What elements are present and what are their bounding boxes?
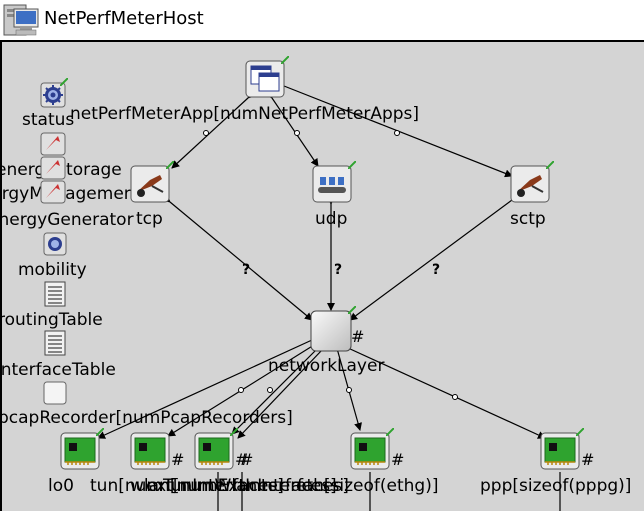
status-module[interactable] (40, 78, 68, 112)
gear-icon (43, 232, 67, 256)
ext-label: ext[numExtInterfaces] (146, 476, 337, 496)
network-layer-multi-marker: # (351, 327, 365, 346)
udp-label: udp (315, 209, 348, 229)
wrench-icon (40, 180, 66, 204)
mobility-label: mobility (18, 260, 87, 280)
energy-management-module[interactable] (40, 156, 66, 184)
wlan-multi-marker: # (235, 450, 249, 469)
tun-multi-marker: # (171, 450, 185, 469)
wlan-module[interactable] (194, 428, 238, 474)
link-nl-ext (237, 342, 330, 439)
tcp-link-mark: ? (242, 262, 251, 278)
wheelbarrow-icon (130, 165, 170, 203)
link-sctp-nl (349, 192, 521, 321)
tcp-label: tcp (136, 209, 163, 229)
energy-storage-module[interactable] (40, 132, 66, 160)
app-label: netPerfMeterApp[numNetPerfMeterApps] (70, 104, 420, 124)
lo0-label: lo0 (48, 476, 74, 496)
host-computer-icon (3, 4, 39, 36)
status-dot-icon (386, 428, 394, 436)
routing-table-label: routingTable (0, 310, 103, 330)
status-dot-icon (348, 161, 356, 169)
status-label: status (22, 110, 75, 130)
tun-module[interactable] (130, 432, 170, 474)
link-nl-ppp (339, 341, 546, 439)
status-dot-icon (281, 56, 289, 64)
nic-icon (194, 432, 234, 470)
link-tcp-nl (162, 194, 313, 321)
energy-management-label: energyManagement (0, 184, 142, 204)
ext-multi-marker: # (240, 450, 254, 469)
gear-icon (40, 82, 66, 108)
lo0-module[interactable] (60, 428, 104, 474)
status-dot-icon (348, 306, 356, 314)
host-title: NetPerfMeterHost (44, 8, 204, 29)
application-window-icon (245, 60, 285, 98)
sctp-label: sctp (510, 209, 546, 229)
network-layer-module[interactable] (310, 306, 356, 356)
udp-module[interactable] (312, 161, 356, 207)
wheelbarrow-icon (510, 165, 550, 203)
ppp-multi-marker: # (581, 450, 595, 469)
ppp-label: ppp[sizeof(pppg)] (480, 476, 632, 496)
conveyor-icon (312, 165, 352, 203)
pcap-recorder-label: pcapRecorder[numPcapRecorders] (0, 408, 293, 428)
link-app-tcp (171, 90, 256, 169)
eth-multi-marker: # (391, 450, 405, 469)
interface-table-module[interactable] (43, 330, 67, 360)
tcp-module[interactable] (130, 161, 174, 207)
wrench-icon (40, 132, 66, 156)
nic-icon (60, 432, 100, 470)
nic-icon (540, 432, 580, 470)
nic-icon (130, 432, 170, 470)
status-dot-icon (230, 428, 238, 436)
status-dot-icon (60, 78, 68, 86)
sctp-module[interactable] (510, 161, 554, 207)
table-icon (44, 281, 66, 307)
tun-label: tun[numTunInterfaces] (90, 476, 284, 496)
box-icon (310, 310, 352, 352)
pcap-recorder-module[interactable] (43, 381, 67, 409)
status-dot-icon (546, 161, 554, 169)
title-bar: NetPerfMeterHost (0, 0, 644, 40)
sctp-link-mark: ? (432, 262, 441, 278)
wlan-label: wlan[numWlanInterfaces] (130, 476, 349, 496)
status-dot-icon (166, 161, 174, 169)
mobility-module[interactable] (43, 232, 67, 260)
ppp-module[interactable] (540, 428, 584, 474)
blank-box-icon (43, 381, 67, 405)
eth-module[interactable] (350, 428, 394, 474)
energy-generator-label: energyGenerator (0, 210, 134, 230)
status-dot-icon (576, 428, 584, 436)
status-dot-icon (96, 428, 104, 436)
nic-icon (350, 432, 390, 470)
interface-table-label: interfaceTable (0, 360, 116, 380)
eth-label: eth[sizeof(ethg)] (296, 476, 439, 496)
table-icon (44, 330, 66, 356)
wrench-icon (40, 156, 66, 180)
routing-table-module[interactable] (43, 281, 67, 311)
energy-generator-module[interactable] (40, 180, 66, 208)
app-module[interactable] (245, 56, 289, 102)
network-layer-label: networkLayer (268, 356, 385, 376)
udp-link-mark: ? (334, 262, 343, 278)
